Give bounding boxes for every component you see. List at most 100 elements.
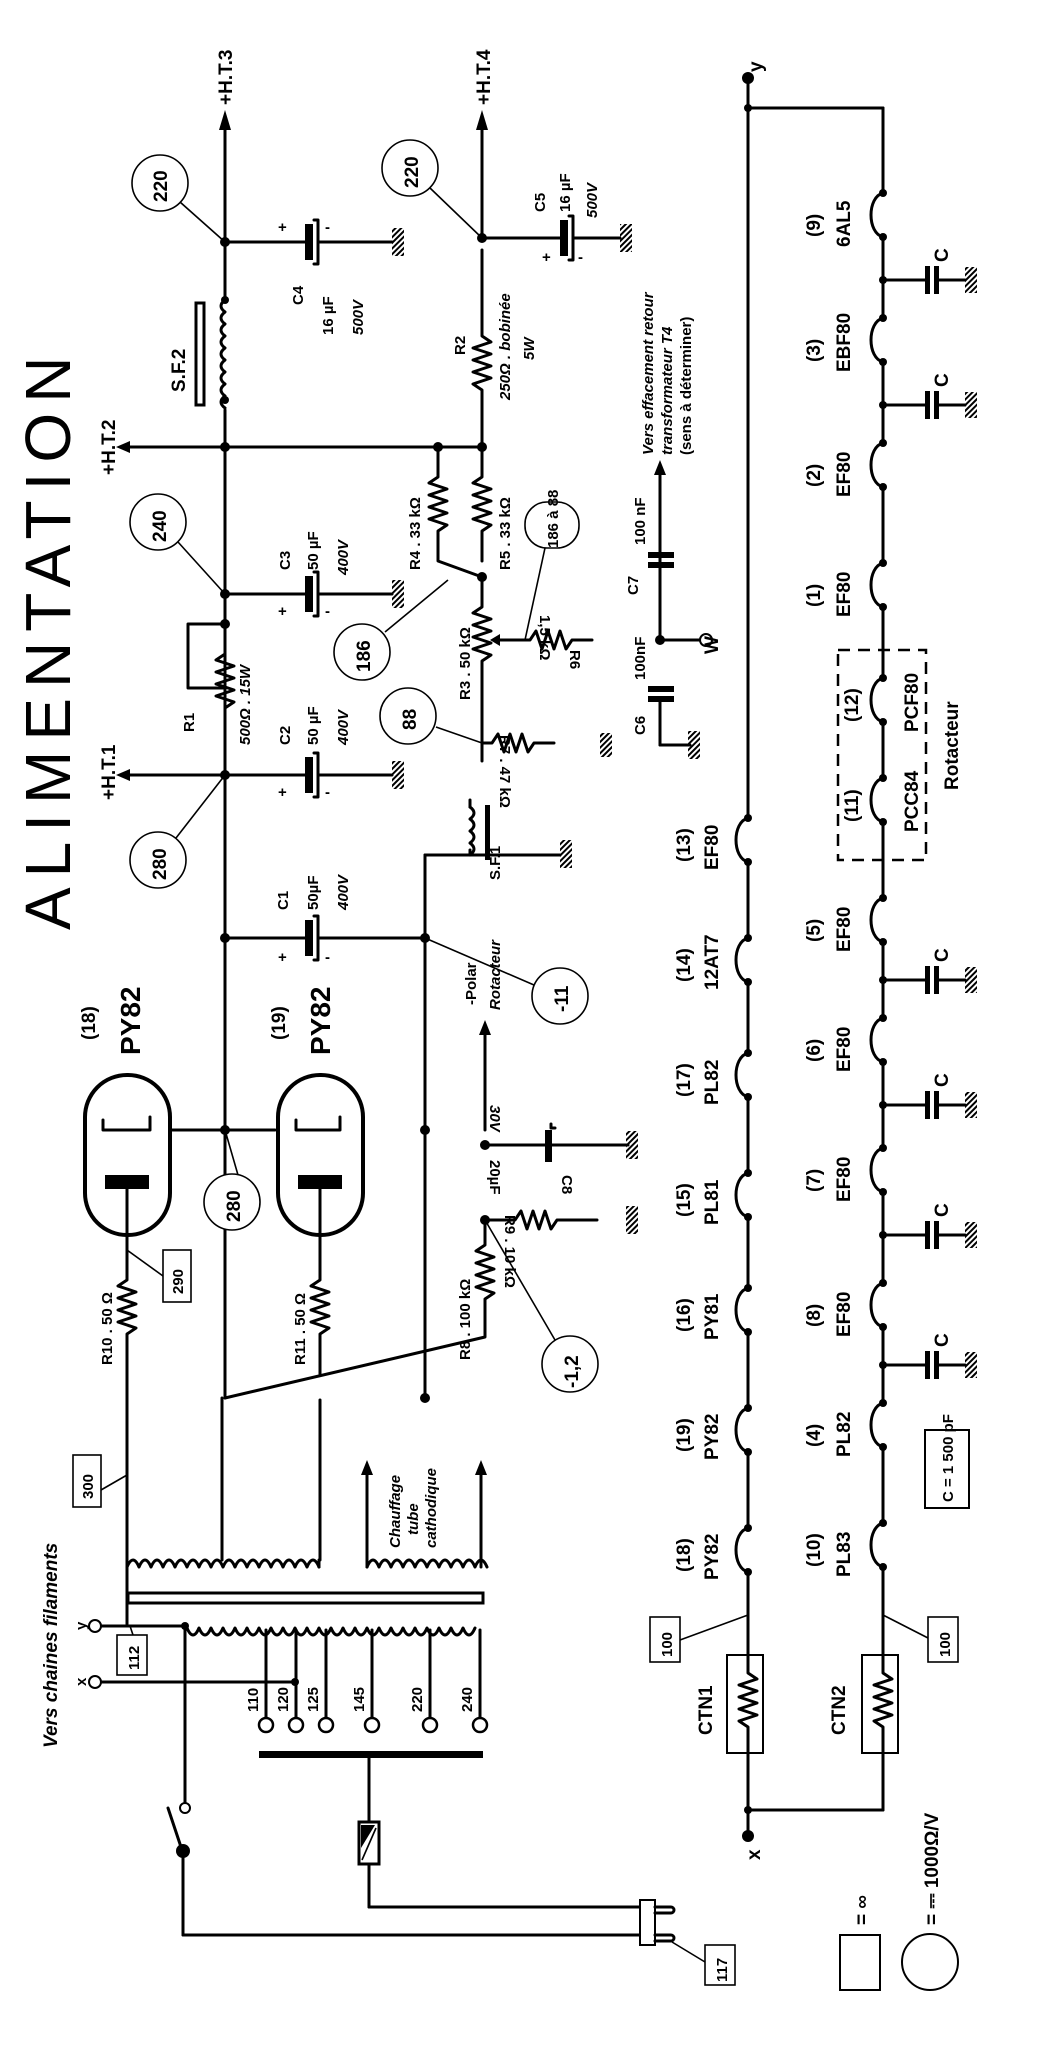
ht4-label: +H.T.4 xyxy=(474,49,495,105)
c5-ref: C5 xyxy=(532,193,549,212)
capacitor-c4: + - xyxy=(223,218,404,266)
chain-x-label: x xyxy=(744,1849,765,1860)
bypass-c-label: C xyxy=(932,1073,953,1087)
voltage-100-ctn1: 100 xyxy=(659,1632,676,1657)
tube-type: PY81 xyxy=(702,1293,723,1340)
bypass-capacitor-1: C xyxy=(879,1333,977,1379)
ht3-label: +H.T.3 xyxy=(216,50,237,105)
tube-number: (19) xyxy=(674,1418,695,1452)
t4-note-line2: transformateur T4 xyxy=(659,326,676,455)
filament-x-label: x xyxy=(73,1677,90,1686)
transformer xyxy=(88,1460,652,1937)
bypass-c-label: C xyxy=(932,1333,953,1347)
rectifier-18-num: (18) xyxy=(79,1006,100,1040)
filament-heater-ef80 xyxy=(869,1144,887,1196)
tube-number: (15) xyxy=(674,1183,695,1217)
t4-note-line1: Vers effacement retour xyxy=(640,291,657,455)
filament-heater-pl82 xyxy=(869,1399,887,1451)
w-node-label[interactable]: W xyxy=(702,636,723,654)
ctn2-label: CTN2 xyxy=(829,1685,850,1735)
c5-cap: 16 µF xyxy=(557,173,574,212)
tube-number: (2) xyxy=(804,464,825,487)
filament-heater-ef80 xyxy=(869,559,887,611)
r8-label: R8 . 100 kΩ xyxy=(457,1279,474,1360)
c1-ref: C1 xyxy=(275,891,292,910)
voltage-box-112 xyxy=(116,1625,148,1676)
chauffage-line3: cathodique xyxy=(423,1468,440,1548)
tap-120: 120 xyxy=(275,1687,292,1712)
r11-label: R11 . 50 Ω xyxy=(292,1293,309,1365)
polar-label: -Polar xyxy=(463,962,480,1005)
tube-type: EF80 xyxy=(834,1027,855,1072)
c2-volt: 400V xyxy=(335,708,352,746)
ctn1-label: CTN1 xyxy=(696,1685,717,1735)
voltage-circle-minus1-2 xyxy=(484,1219,599,1393)
filaments-note: Vers chaines filaments xyxy=(41,1543,62,1748)
svg-text:+: + xyxy=(278,603,287,620)
resistor-r6 xyxy=(518,501,594,651)
bypass-c-label: C xyxy=(932,1203,953,1217)
r2-power: 5W xyxy=(521,336,538,360)
voltage-112: 112 xyxy=(126,1646,143,1670)
filament-heater-pl83 xyxy=(869,1519,887,1571)
mains-plug[interactable] xyxy=(639,1899,676,1946)
voltage-100-ctn2: 100 xyxy=(937,1632,954,1657)
capacitor-c2: + - xyxy=(223,751,404,801)
bypass-capacitor-4: C xyxy=(879,948,977,994)
r6-value: 1,5 kΩ xyxy=(536,615,553,660)
filament-heater-pl82 xyxy=(734,1049,752,1101)
svg-text:+: + xyxy=(278,219,287,236)
c2-cap: 50 µF xyxy=(305,706,322,745)
voltage-circle-220-ht3 xyxy=(131,154,226,243)
voltage-290: 290 xyxy=(170,1269,187,1294)
r5-label: R5 . 33 kΩ xyxy=(497,497,514,570)
rotacteur-polar-label: Rotacteur xyxy=(487,939,504,1010)
tube-type: EF80 xyxy=(834,572,855,617)
c-value-box xyxy=(924,1429,970,1509)
svg-text:-: - xyxy=(325,219,330,236)
c6-ref: C6 xyxy=(632,716,649,735)
ht1-label: +H.T.1 xyxy=(99,744,120,800)
voltage-box-117 xyxy=(671,1941,736,1986)
voltage-220-ht3: 220 xyxy=(151,170,172,202)
capacitor-c1: + - xyxy=(223,914,430,966)
c2-ref: C2 xyxy=(277,726,294,745)
capacitor-c5: + - xyxy=(480,214,632,266)
tube-type: PL82 xyxy=(834,1412,855,1457)
rotacteur-label: Rotacteur xyxy=(942,701,963,790)
ht4-branch xyxy=(471,110,493,449)
tube-type: 6AL5 xyxy=(834,200,855,247)
voltage-box-100-ctn2 xyxy=(882,1614,959,1663)
tube-type: PCC84 xyxy=(902,770,923,832)
tap-110: 110 xyxy=(245,1688,262,1712)
t4-note-line3: (sens à déterminer) xyxy=(678,317,695,455)
filament-heater-py82 xyxy=(734,1404,752,1456)
tube-type: PL81 xyxy=(702,1179,723,1225)
filament-heater-ef80 xyxy=(869,1279,887,1331)
tube-number: (7) xyxy=(804,1169,825,1192)
legend-circle-meaning: = ⎓ 1000Ω/V xyxy=(922,1812,943,1925)
voltage-circle-minus11 xyxy=(424,937,589,1025)
filament-heater-12at7 xyxy=(734,934,752,986)
tube-type: EF80 xyxy=(834,452,855,497)
voltage-280-tubes: 280 xyxy=(224,1190,245,1222)
c3-volt: 400V xyxy=(335,538,352,576)
resistor-r11 xyxy=(220,1233,331,1562)
c1-volt: 400V xyxy=(335,873,352,911)
tube-number: (12) xyxy=(842,688,863,722)
filament-heater-ef80 xyxy=(869,894,887,946)
filament-heater-ef80 xyxy=(734,814,752,866)
tube-number: (18) xyxy=(674,1538,695,1572)
choke-sf1 xyxy=(420,798,572,1400)
resistor-r1 xyxy=(186,622,236,784)
tube-number: (17) xyxy=(674,1063,695,1097)
svg-text:+: + xyxy=(278,949,287,966)
chauffage-line1: Chauffage xyxy=(387,1475,404,1548)
voltage-circle-280-ht1 xyxy=(129,774,226,889)
tube-type: PY82 xyxy=(702,1414,723,1460)
tap-125: 125 xyxy=(305,1687,322,1712)
c5-volt: 500V xyxy=(584,181,601,218)
tap-220: 220 xyxy=(409,1687,426,1712)
diagram-title: ALIMENTATION xyxy=(12,347,84,930)
r4-label: R4 . 33 kΩ xyxy=(407,497,424,570)
